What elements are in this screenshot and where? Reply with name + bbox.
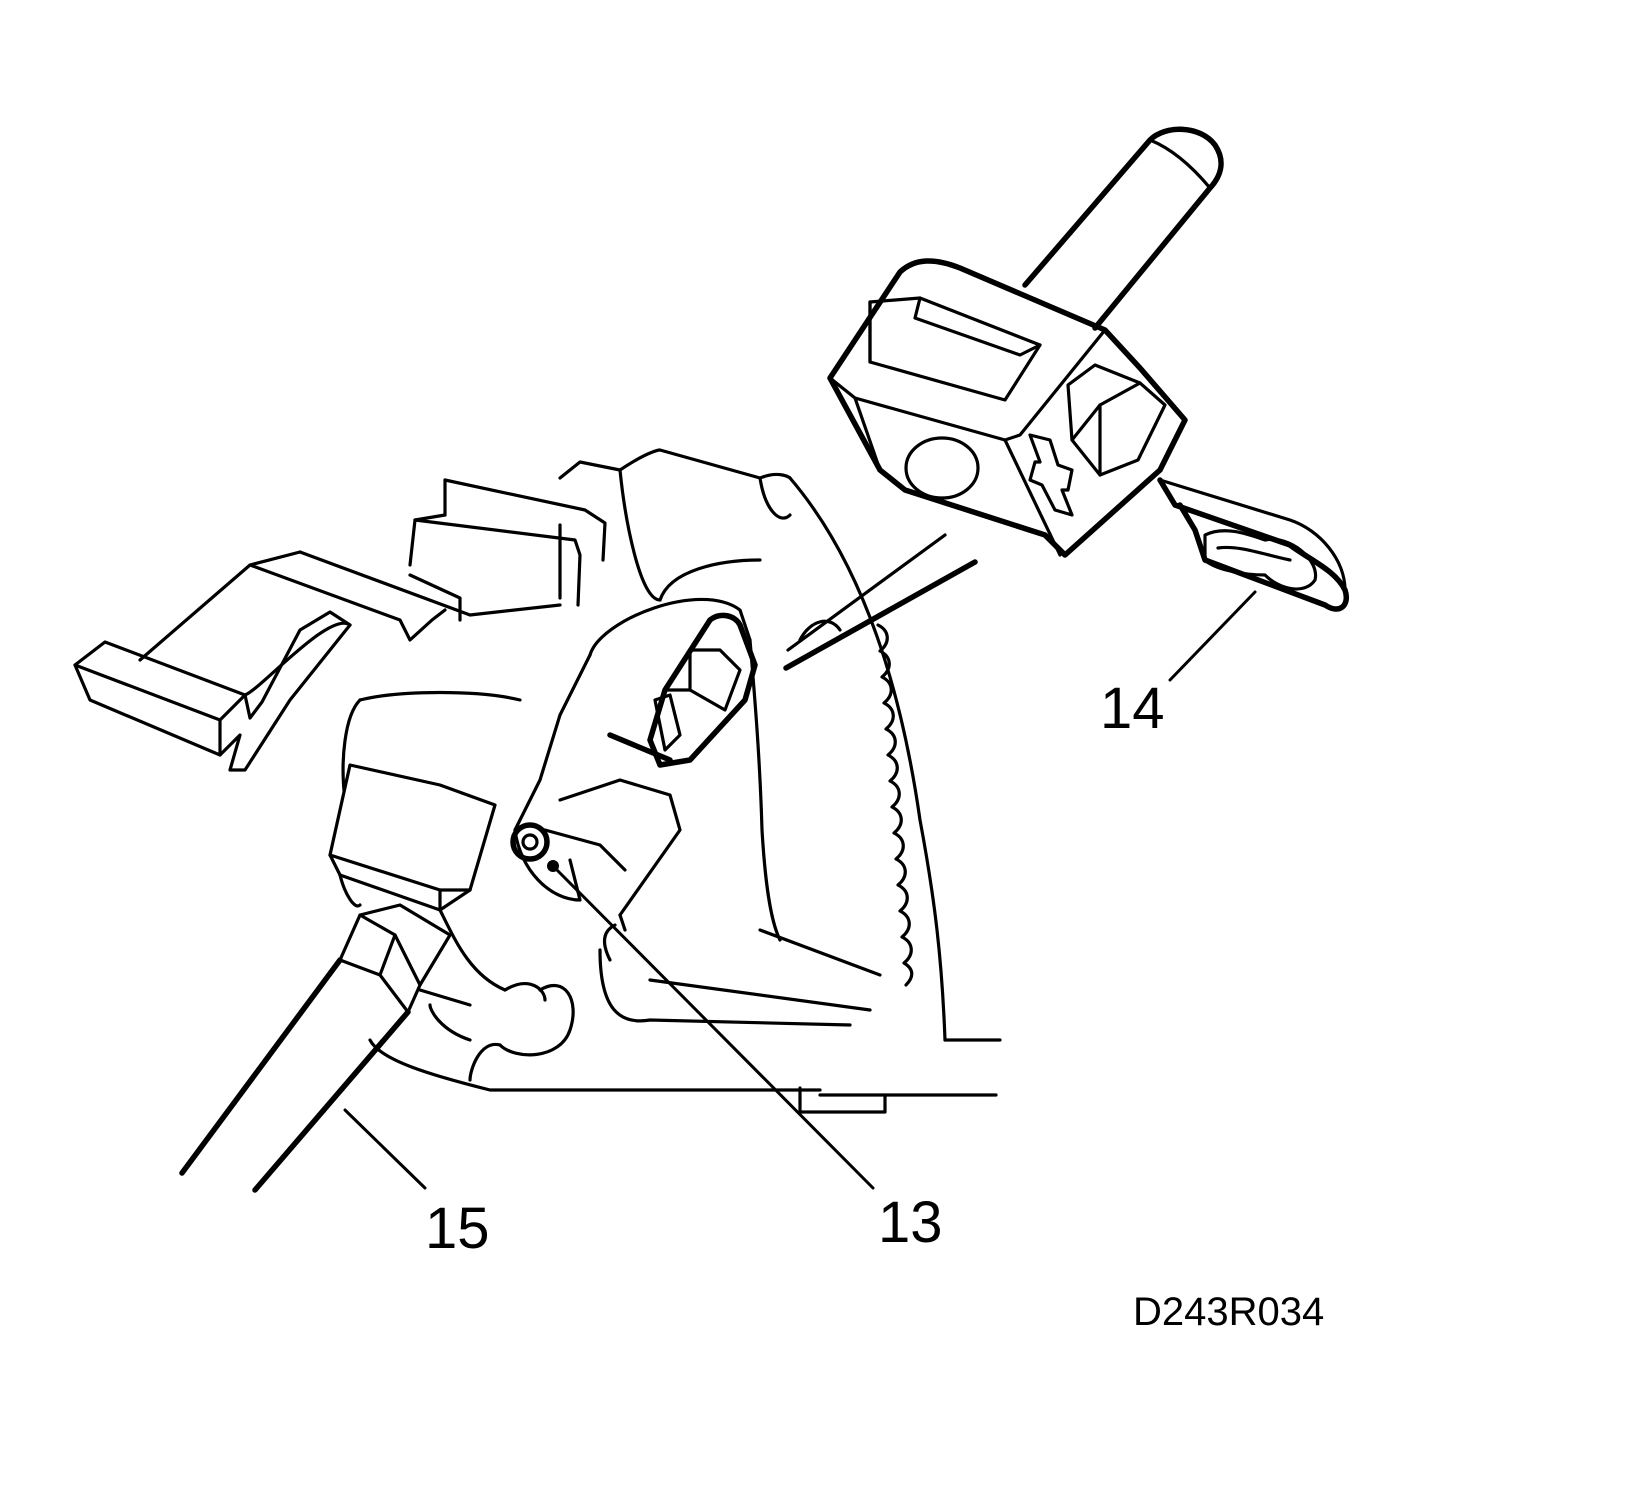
callout-14: 14 xyxy=(1100,676,1165,741)
figure-code: D243R034 xyxy=(1133,1290,1324,1334)
leader-line-13 xyxy=(551,864,875,1190)
sensor-mount-boss xyxy=(510,612,758,872)
callout-15: 15 xyxy=(425,1196,490,1261)
cable-rod xyxy=(179,903,452,1193)
leader-line-14 xyxy=(1168,590,1257,682)
speed-sensor xyxy=(827,126,1224,558)
callout-13: 13 xyxy=(878,1190,943,1255)
retaining-clip xyxy=(1157,477,1349,612)
gear-housing xyxy=(73,448,1002,1114)
leader-line-15 xyxy=(343,1108,427,1190)
alignment-guides xyxy=(783,533,978,671)
